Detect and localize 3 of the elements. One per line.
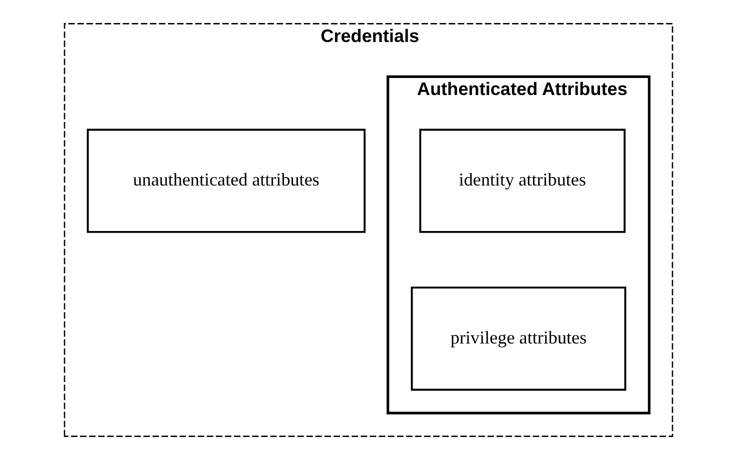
node-box: identity attributes (419, 128, 626, 233)
node-box: privilege attributes (410, 286, 626, 391)
node-box: unauthenticated attributes (86, 128, 366, 233)
